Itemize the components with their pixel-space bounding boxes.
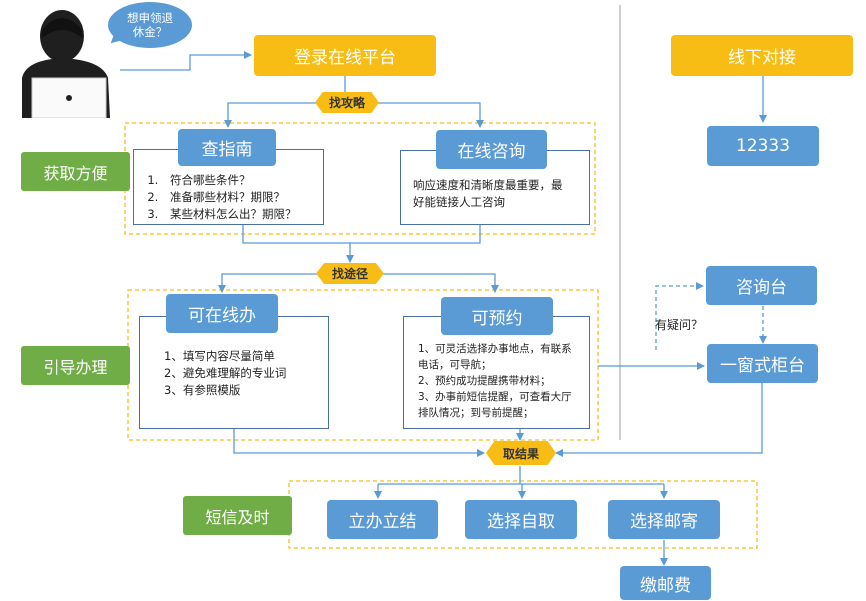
online-detail-box: 1、填写内容尽量简单 2、避免难理解的专业词 3、有参照模版 xyxy=(139,316,329,429)
guide-item-3: 某些材料怎么出？期限？ xyxy=(162,206,323,223)
guide-node: 查指南 xyxy=(178,129,276,166)
mail-node: 选择邮寄 xyxy=(608,500,720,539)
consult-line-2: 好能链接人工咨询 xyxy=(413,195,505,209)
bubble-line-1: 想申领退 xyxy=(127,11,173,25)
edge-tips-consult xyxy=(374,102,484,128)
reserve-line-2: 电话，可导航； xyxy=(418,359,492,371)
instant-node: 立办立结 xyxy=(327,500,438,539)
find-tips-connector: 找攻略 xyxy=(315,92,379,113)
bubble-line-2: 休金？ xyxy=(132,25,168,39)
online-node: 可在线办 xyxy=(166,294,278,333)
edge-online-result xyxy=(233,429,485,457)
consult-line-1: 响应速度和清晰度最重要，最 xyxy=(413,178,563,192)
desk-node: 咨询台 xyxy=(706,266,817,305)
online-line-3: 3、有参照模版 xyxy=(164,383,241,397)
find-tips-label: 找攻略 xyxy=(328,96,365,110)
reserve-line-4: 3、办事前短信提醒，可查看大厅 xyxy=(418,391,572,403)
reserve-line-5: 排队情况；到号前提醒； xyxy=(418,407,534,419)
edge-user-login xyxy=(120,51,252,71)
offline-node: 线下对接 xyxy=(671,35,853,76)
side-label-convenient: 获取方便 xyxy=(21,152,130,191)
guide-item-2: 准备哪些材料？期限？ xyxy=(162,189,323,206)
login-node: 登录在线平台 xyxy=(254,35,436,76)
online-line-2: 2、避免难理解的专业词 xyxy=(164,366,287,380)
find-path-label: 找途径 xyxy=(331,267,368,281)
edge-path-online xyxy=(218,273,319,293)
edge-guide-merge xyxy=(242,225,481,244)
edge-tips-guide xyxy=(224,102,318,128)
find-path-connector: 找途径 xyxy=(316,263,384,284)
hotline-node: 12333 xyxy=(707,126,819,166)
side-label-guide-handle: 引导办理 xyxy=(21,346,130,385)
edge-counter-result xyxy=(555,383,763,457)
edge-path-reserve xyxy=(381,273,499,293)
edge-doubt-desk xyxy=(655,282,704,350)
get-result-label: 取结果 xyxy=(502,446,539,461)
reserve-node: 可预约 xyxy=(441,297,553,335)
question-bubble: 想申领退 休金？ xyxy=(108,2,192,49)
side-label-sms: 短信及时 xyxy=(183,496,292,535)
guide-item-1: 符合哪些条件？ xyxy=(162,172,323,189)
reserve-line-1: 1、可灵活选择办事地点，有联系 xyxy=(418,343,572,355)
get-result-connector: 取结果 xyxy=(486,441,556,465)
doubt-label: 有疑问？ xyxy=(655,318,704,332)
pickup-node: 选择自取 xyxy=(465,500,577,539)
consult-node: 在线咨询 xyxy=(436,130,547,169)
postage-node: 缴邮费 xyxy=(620,566,711,600)
online-line-1: 1、填写内容尽量简单 xyxy=(164,349,275,363)
consult-detail-box: 响应速度和清晰度最重要，最 好能链接人工咨询 xyxy=(400,150,590,225)
user-laptop-icon xyxy=(22,10,110,118)
counter-node: 一窗式柜台 xyxy=(707,344,818,383)
reserve-line-3: 2、预约成功提醒携带材料； xyxy=(418,375,551,387)
